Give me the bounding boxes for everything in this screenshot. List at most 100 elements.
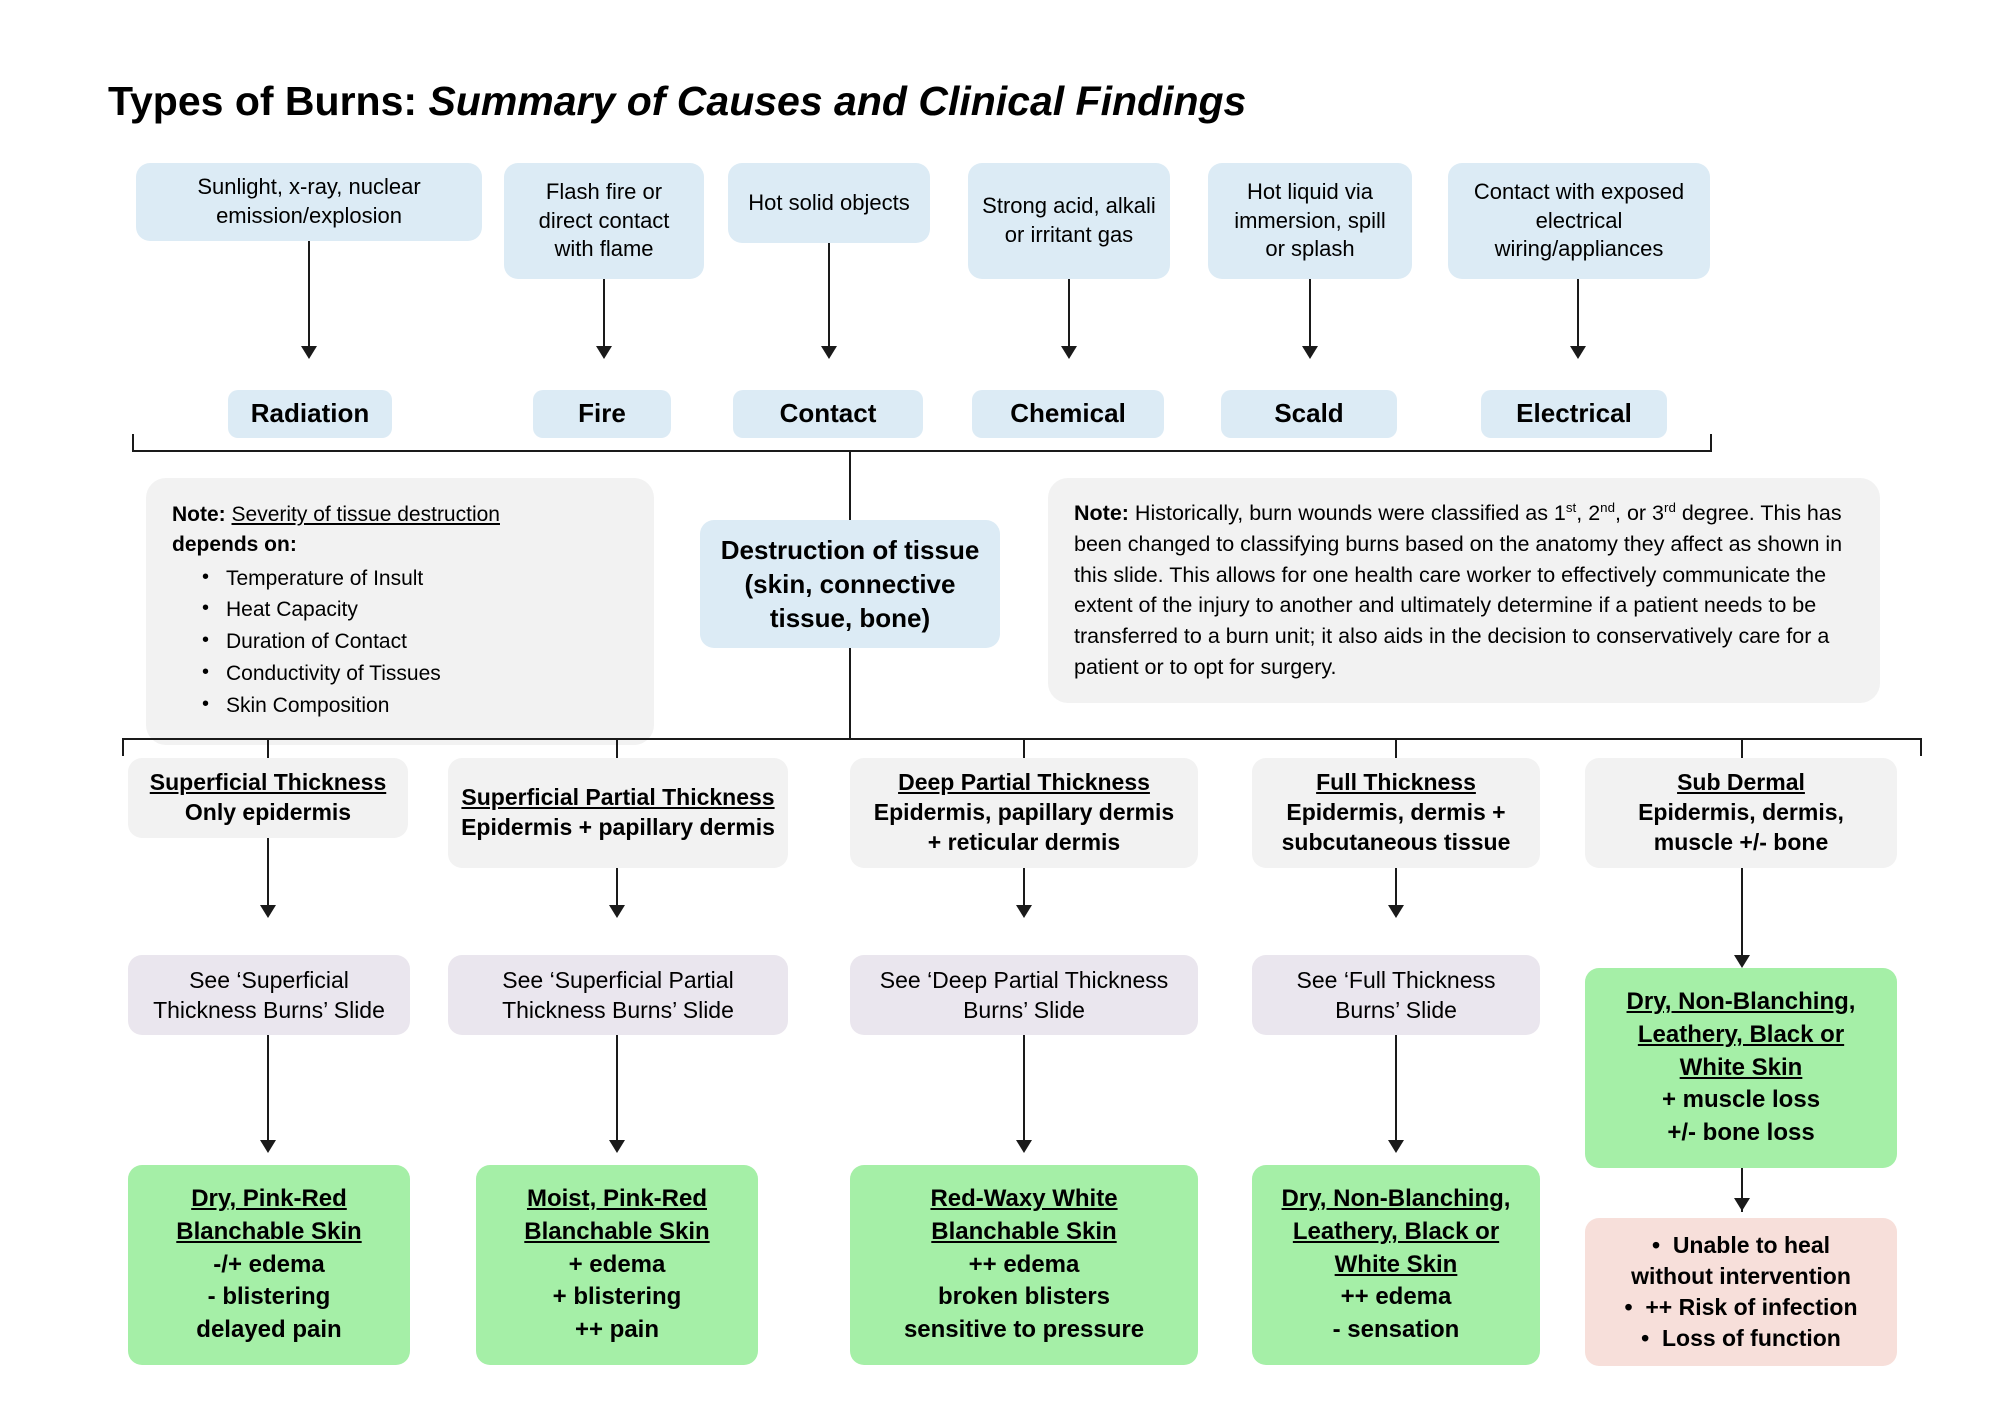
thickness-header: Superficial Thickness: [149, 769, 387, 796]
cause-text: Strong acid, alkali or irritant gas: [982, 193, 1156, 247]
thickness-detail-2: muscle +/- bone: [1653, 828, 1829, 855]
outcome-box-sub-dermal[interactable]: • Unable to heal without intervention • …: [1585, 1218, 1897, 1366]
cause-text: Sunlight, x-ray, nuclear emission/explos…: [197, 174, 421, 228]
connector-col3-b: [1023, 1035, 1025, 1145]
arrowhead-scald: [1302, 346, 1318, 359]
type-label: Contact: [779, 398, 877, 429]
findings-detail-2: +/- bone loss: [1667, 1118, 1815, 1146]
connector-contact: [828, 243, 830, 351]
connector-col1-b: [267, 1035, 269, 1145]
bracket-drop-1: [267, 738, 269, 758]
cause-box-fire[interactable]: Flash fire or direct contact with flame: [504, 163, 704, 279]
findings-header-1: Dry, Non-Blanching,: [1626, 988, 1856, 1016]
connector-chemical: [1068, 279, 1070, 351]
connector-col4-a: [1395, 868, 1397, 910]
list-item: Temperature of Insult: [202, 563, 628, 594]
arrowhead-fire: [596, 346, 612, 359]
arrowhead-col5-b: [1734, 1198, 1750, 1211]
arrowhead-col5-a: [1734, 955, 1750, 968]
cause-text: Contact with exposed electrical wiring/a…: [1473, 179, 1685, 262]
findings-box-sub-dermal[interactable]: Dry, Non-Blanching, Leathery, Black or W…: [1585, 968, 1897, 1168]
findings-box-superficial[interactable]: Dry, Pink-Red Blanchable Skin -/+ edema …: [128, 1165, 410, 1365]
type-box-chemical[interactable]: Chemical: [972, 390, 1164, 438]
thickness-detail-1: Epidermis, dermis +: [1286, 799, 1506, 826]
note-right-sup-3: rd: [1664, 500, 1676, 515]
see-slide-line-2: Burns’ Slide: [963, 997, 1085, 1023]
list-item: Duration of Contact: [202, 626, 628, 657]
outcome-item-3: • Loss of function: [1641, 1324, 1841, 1351]
thickness-box-deep-partial[interactable]: Deep Partial Thickness Epidermis, papill…: [850, 758, 1198, 868]
connector-to-destruction: [849, 450, 851, 538]
arrowhead-col1-b: [260, 1140, 276, 1153]
note-right-body-2: , 2: [1576, 501, 1601, 526]
title-sub: Summary of Causes and Clinical Findings: [428, 78, 1247, 124]
type-box-radiation[interactable]: Radiation: [228, 390, 392, 438]
findings-detail-1: + muscle loss: [1661, 1086, 1821, 1114]
note-right-body-1: Historically, burn wounds were classifie…: [1128, 501, 1566, 526]
destruction-line-2: (skin, connective: [744, 568, 956, 599]
arrowhead-col1-a: [260, 905, 276, 918]
thickness-detail-1: Epidermis, papillary dermis: [873, 799, 1175, 826]
findings-header-2: Leathery, Black or: [1637, 1021, 1845, 1049]
findings-header-2: Blanchable Skin: [524, 1218, 710, 1246]
cause-box-scald[interactable]: Hot liquid via immersion, spill or splas…: [1208, 163, 1412, 279]
thickness-header: Superficial Partial Thickness: [461, 784, 775, 811]
findings-box-superficial-partial[interactable]: Moist, Pink-Red Blanchable Skin + edema …: [476, 1165, 758, 1365]
connector-scald: [1309, 279, 1311, 351]
see-slide-box-deep-partial[interactable]: See ‘Deep Partial Thickness Burns’ Slide: [850, 955, 1198, 1035]
see-slide-box-superficial[interactable]: See ‘Superficial Thickness Burns’ Slide: [128, 955, 410, 1035]
findings-detail-3: ++ pain: [574, 1315, 660, 1343]
findings-box-deep-partial[interactable]: Red-Waxy White Blanchable Skin ++ edema …: [850, 1165, 1198, 1365]
destruction-of-tissue-box[interactable]: Destruction of tissue (skin, connective …: [700, 520, 1000, 648]
type-label: Fire: [578, 398, 626, 429]
list-item: Conductivity of Tissues: [202, 658, 628, 689]
bracket-drop-5: [1741, 738, 1743, 758]
cause-text: Flash fire or direct contact with flame: [538, 179, 670, 262]
see-slide-line-1: See ‘Superficial: [189, 966, 349, 993]
findings-detail-1: + edema: [568, 1250, 666, 1278]
type-label: Radiation: [250, 398, 370, 429]
type-box-electrical[interactable]: Electrical: [1481, 390, 1667, 438]
type-box-fire[interactable]: Fire: [533, 390, 671, 438]
thickness-box-full[interactable]: Full Thickness Epidermis, dermis + subcu…: [1252, 758, 1540, 868]
see-slide-line-1: See ‘Full Thickness: [1296, 966, 1496, 993]
thickness-detail-1: Epidermis, dermis,: [1638, 799, 1844, 826]
type-box-scald[interactable]: Scald: [1221, 390, 1397, 438]
note-left-underlined: Severity of tissue destruction: [231, 503, 500, 526]
see-slide-box-superficial-partial[interactable]: See ‘Superficial Partial Thickness Burns…: [448, 955, 788, 1035]
see-slide-box-full[interactable]: See ‘Full Thickness Burns’ Slide: [1252, 955, 1540, 1035]
findings-header-1: Moist, Pink-Red: [526, 1185, 707, 1213]
cause-box-contact[interactable]: Hot solid objects: [728, 163, 930, 243]
findings-header-2: Leathery, Black or: [1292, 1218, 1500, 1246]
bracket-bottom-left-tick: [122, 738, 124, 756]
findings-detail-3: delayed pain: [196, 1315, 342, 1343]
connector-destruction-to-bracket: [849, 648, 851, 738]
type-label: Scald: [1274, 398, 1344, 429]
bracket-drop-2: [616, 738, 618, 758]
cause-box-electrical[interactable]: Contact with exposed electrical wiring/a…: [1448, 163, 1710, 279]
findings-header-2: Blanchable Skin: [931, 1218, 1117, 1246]
findings-header-1: Red-Waxy White: [930, 1185, 1118, 1213]
bracket-top-right-tick: [1710, 434, 1712, 452]
arrowhead-contact: [821, 346, 837, 359]
bullet-icon: •: [1641, 1324, 1662, 1351]
cause-text: Hot liquid via immersion, spill or splas…: [1234, 179, 1386, 262]
arrowhead-col3-a: [1016, 905, 1032, 918]
bullet-icon: •: [1651, 1232, 1673, 1259]
findings-box-full[interactable]: Dry, Non-Blanching, Leathery, Black or W…: [1252, 1165, 1540, 1365]
outcome-item-1: • Unable to heal: [1651, 1232, 1831, 1259]
type-box-contact[interactable]: Contact: [733, 390, 923, 438]
thickness-box-superficial[interactable]: Superficial Thickness Only epidermis: [128, 758, 408, 838]
see-slide-line-2: Thickness Burns’ Slide: [153, 997, 385, 1023]
cause-box-radiation[interactable]: Sunlight, x-ray, nuclear emission/explos…: [136, 163, 482, 241]
bracket-bottom-bar: [122, 738, 1922, 740]
thickness-box-sub-dermal[interactable]: Sub Dermal Epidermis, dermis, muscle +/-…: [1585, 758, 1897, 868]
thickness-box-superficial-partial[interactable]: Superficial Partial Thickness Epidermis …: [448, 758, 788, 868]
thickness-detail: Epidermis + papillary dermis: [461, 814, 775, 840]
bracket-drop-4: [1395, 738, 1397, 758]
note-right-body-3: , or 3: [1615, 501, 1664, 526]
connector-col5-a: [1741, 868, 1743, 960]
bracket-top-left-tick: [132, 434, 134, 452]
connector-col1-a: [267, 838, 269, 910]
cause-box-chemical[interactable]: Strong acid, alkali or irritant gas: [968, 163, 1170, 279]
